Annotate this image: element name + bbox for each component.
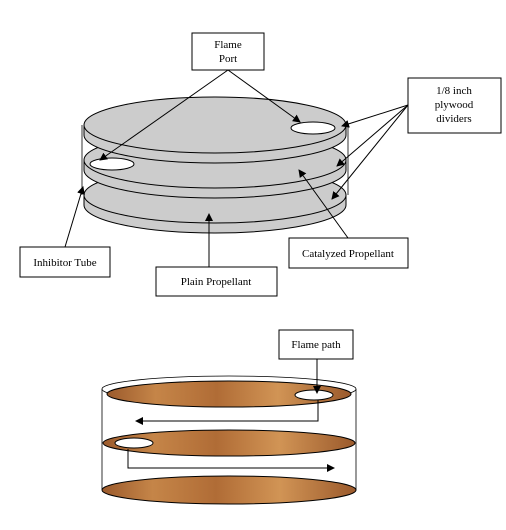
inhibitor-tube-arrow (64, 186, 85, 248)
flame-port-arrow-left (99, 69, 229, 161)
inhibitor-tube-label: Inhibitor Tube (19, 246, 111, 278)
bottom-flame-port-right (294, 389, 334, 401)
flame-port-label-line1: Flame (214, 39, 242, 51)
inhibitor-tube-text: Inhibitor Tube (33, 257, 96, 269)
flame-port-left (89, 157, 135, 171)
top-propellant-disk (83, 96, 347, 164)
top-grain-diagram: Flame Port 1/8 inch plywood dividers Inh… (19, 32, 502, 297)
catalyzed-propellant-arrow (298, 169, 349, 239)
plywood-dividers-label: 1/8 inch plywood dividers (407, 77, 502, 134)
plain-propellant-text: Plain Propellant (181, 276, 252, 288)
flame-path-segment-lower (127, 449, 335, 472)
flame-port-arrow-right (227, 69, 301, 123)
flame-port-right (290, 121, 336, 135)
plywood-dividers-line1: 1/8 inch (436, 85, 472, 97)
flame-path-label: Flame path (278, 329, 354, 360)
flame-port-label-line2: Port (219, 53, 237, 65)
bottom-flame-port-left (114, 437, 154, 449)
bottom-flame-path-diagram: Flame path (101, 329, 357, 505)
flame-path-text: Flame path (291, 339, 341, 351)
plywood-arrow-bottom (331, 104, 409, 200)
plywood-arrow-middle (336, 104, 409, 167)
wood-disk-middle (102, 429, 356, 457)
plywood-arrow-top (341, 104, 409, 128)
catalyzed-propellant-label: Catalyzed Propellant (288, 237, 409, 269)
catalyzed-propellant-text: Catalyzed Propellant (302, 248, 394, 260)
flame-path-segment-upper (135, 400, 319, 425)
wood-disk-bottom (101, 475, 357, 505)
flame-port-label: Flame Port (191, 32, 265, 71)
plywood-dividers-line2: plywood (435, 99, 474, 111)
plain-propellant-label: Plain Propellant (155, 266, 278, 297)
plywood-dividers-line3: dividers (436, 113, 471, 125)
wood-disk-top (106, 380, 352, 408)
